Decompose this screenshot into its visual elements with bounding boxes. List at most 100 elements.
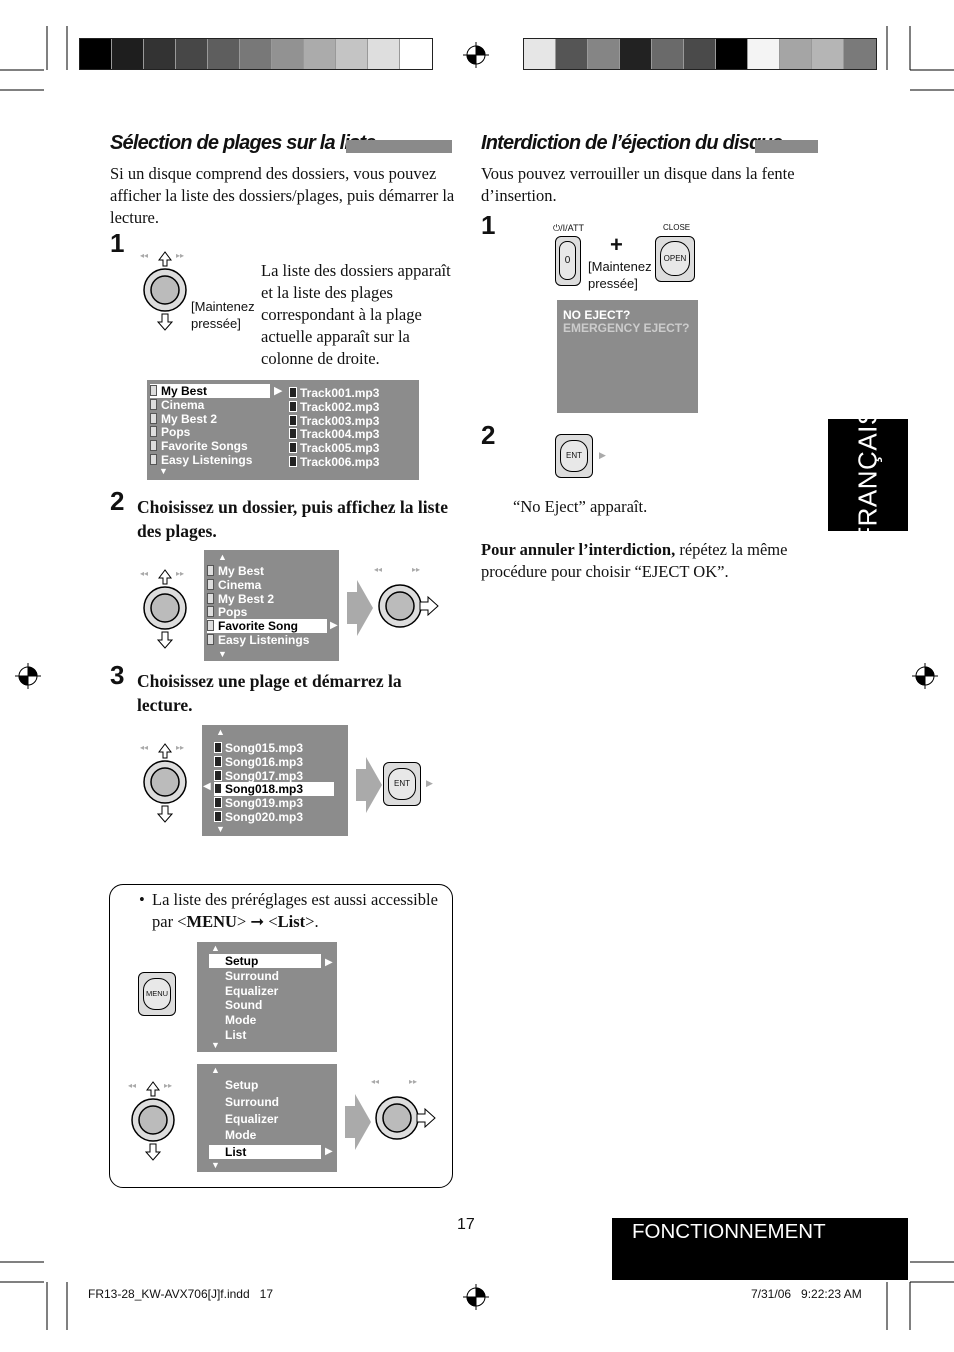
folder-icon — [150, 454, 157, 465]
control-knob-push-icon: ◂◂ ▸▸ — [374, 565, 439, 628]
track-item: Track002.mp3 — [289, 400, 379, 414]
print-date: 7/31/06 9:22:23 AM — [751, 1287, 862, 1301]
file-icon — [289, 428, 297, 440]
color-bar-right — [523, 38, 877, 70]
folder-icon — [207, 578, 214, 590]
folder-item: Pops — [150, 425, 270, 439]
step-3-number: 3 — [110, 660, 125, 690]
folder-item: My Best 2 — [150, 412, 270, 426]
svg-text:◂◂: ◂◂ — [374, 565, 382, 574]
power-att-label: ⏻/I/ATT — [553, 223, 584, 233]
folder-item: Cinema — [150, 398, 270, 412]
song-item: Song017.mp3 — [214, 769, 334, 783]
arrow-down-icon: ▼ — [218, 649, 227, 659]
svg-text:▸▸: ▸▸ — [409, 1077, 417, 1086]
color-swatch — [620, 39, 652, 69]
menu-item: Sound — [225, 998, 263, 1013]
arrow-right-icon: ▶ — [325, 957, 333, 968]
svg-text:▸▸: ▸▸ — [176, 569, 184, 578]
file-icon — [289, 442, 297, 454]
color-swatch — [812, 39, 844, 69]
color-swatch — [524, 39, 556, 69]
color-swatch — [336, 39, 368, 69]
menu-item: Surround — [225, 1094, 279, 1109]
section-heading-eject-lock: Interdiction de l’éjection du disque — [481, 132, 783, 154]
step-1-description: La liste des dossiers apparaît et la lis… — [261, 261, 451, 368]
ent-button-icon: ENT — [383, 762, 421, 806]
menu-item: Equalizer — [225, 1111, 279, 1126]
folder-item: Favorite Song — [207, 619, 327, 634]
color-swatch — [112, 39, 144, 69]
heading-bar — [755, 140, 818, 153]
file-icon — [289, 414, 297, 426]
file-icon — [214, 742, 222, 753]
folder-icon — [150, 440, 157, 452]
menu-item: Mode — [225, 1128, 257, 1143]
svg-text:◂◂: ◂◂ — [140, 251, 148, 260]
plus-sign: + — [610, 232, 623, 257]
song-item: Song019.mp3 — [214, 796, 334, 810]
color-swatch — [588, 39, 620, 69]
no-eject-message: “No Eject” apparaît. — [513, 497, 648, 516]
file-icon — [289, 387, 297, 398]
folder-icon — [150, 412, 157, 424]
arrow-down-icon: ▼ — [216, 824, 225, 834]
arrow-down-icon: ▼ — [159, 466, 168, 476]
file-icon — [214, 811, 222, 822]
eject-intro-text: Vous pouvez verrouiller un disque dans l… — [481, 164, 795, 205]
arrow-right-icon: ▶ — [330, 620, 338, 631]
arrow-icon: ➞ — [250, 912, 265, 931]
arrow-up-icon: ▲ — [211, 943, 220, 953]
file-icon — [289, 456, 297, 467]
step-2-number: 2 — [110, 486, 125, 516]
ent-button-icon: ENT — [555, 434, 593, 478]
menu-item: Surround — [225, 968, 279, 983]
file-icon — [214, 797, 222, 809]
step-1-number: 1 — [110, 228, 125, 258]
next-arrow-icon — [356, 757, 382, 813]
menu-item: Mode — [225, 1013, 257, 1028]
folder-icon — [150, 426, 157, 438]
song-item: Song020.mp3 — [214, 810, 334, 824]
menu-item: Equalizer — [225, 983, 279, 998]
arrow-up-icon: ▲ — [218, 552, 227, 562]
file-info: FR13-28_KW-AVX706[J]f.indd 17 — [88, 1287, 273, 1301]
color-swatch — [80, 39, 112, 69]
track-item: Track006.mp3 — [289, 455, 379, 469]
note-box — [109, 884, 453, 1188]
file-icon — [289, 400, 297, 412]
intro-text: Si un disque comprend des dossiers, vous… — [110, 164, 455, 227]
heading-bar — [346, 140, 452, 153]
arrow-up-icon: ▲ — [216, 727, 225, 737]
folder-icon — [207, 620, 214, 632]
step-2-number: 2 — [481, 420, 496, 450]
folder-item: My Best — [207, 564, 327, 578]
color-swatch — [272, 39, 304, 69]
close-label: CLOSE — [663, 223, 691, 232]
play-indicator-icon: ▶ — [426, 778, 433, 788]
svg-text:◂◂: ◂◂ — [371, 1077, 379, 1086]
color-swatch — [144, 39, 176, 69]
menu-item: List — [225, 1028, 247, 1042]
arrow-right-icon: ▶ — [325, 1146, 333, 1157]
folder-icon — [150, 385, 157, 396]
control-knob-icon: ◂◂ ▸▸ — [140, 569, 187, 649]
color-swatch — [240, 39, 272, 69]
track-item: Track005.mp3 — [289, 441, 379, 455]
arrow-left-icon: ◀ — [203, 781, 211, 792]
folder-item: Easy Listenings — [150, 453, 270, 467]
folder-item: Favorite Songs — [150, 439, 270, 453]
folder-item: Cinema — [207, 578, 327, 592]
folder-icon — [207, 592, 214, 604]
color-swatch — [556, 39, 588, 69]
color-bar-left — [79, 38, 433, 70]
track-item: Track001.mp3 — [289, 386, 379, 400]
song-item: Song016.mp3 — [214, 755, 334, 769]
no-eject-screen: NO EJECT? EMERGENCY EJECT? — [557, 300, 698, 413]
song-item: Song018.mp3 — [214, 782, 334, 797]
svg-text:◂◂: ◂◂ — [128, 1081, 136, 1090]
section-heading-track-list: Sélection de plages sur la liste — [110, 132, 376, 154]
